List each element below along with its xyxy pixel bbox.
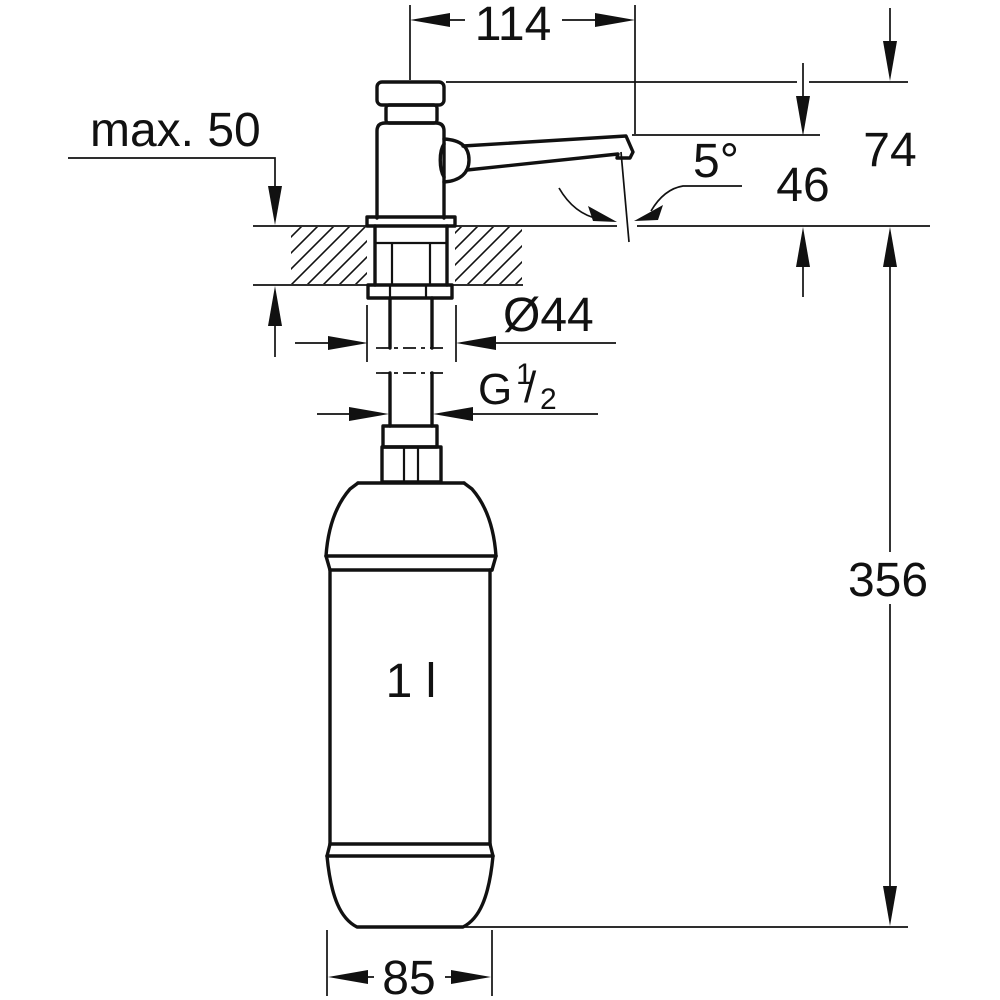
label-spout-height: 46	[776, 159, 829, 212]
spout	[438, 134, 635, 184]
hatching-right	[455, 227, 522, 284]
label-spout-reach: 114	[475, 0, 552, 51]
arrowhead-356-bottom	[883, 886, 897, 926]
ext-lines-85	[326, 930, 493, 996]
head-body	[375, 121, 446, 220]
reference-and-dimension-lines	[68, 5, 930, 996]
bottle	[324, 481, 498, 929]
pump-head	[365, 80, 457, 228]
arrowhead-angle-right	[634, 205, 663, 221]
dimension-labels: 114 max. 50 5° 46 74 Ø44 356 1 l 85 G 1 …	[90, 0, 928, 1000]
thread-numerator: 1	[516, 358, 533, 391]
bottle-bottom-dome	[325, 854, 495, 929]
arrowhead-d44-right	[456, 336, 496, 350]
spout-collar-outer	[442, 137, 471, 184]
dispenser-outline	[324, 80, 635, 929]
arrowhead-85-right	[451, 970, 491, 984]
arrowhead-46-bottom	[796, 227, 810, 267]
dimension-arrowheads	[268, 13, 897, 984]
supply-tube-lower	[388, 371, 434, 428]
arrowhead-74-top	[883, 41, 897, 81]
spout-collar-inner	[438, 142, 446, 179]
label-total-height: 74	[863, 124, 916, 177]
bottle-footband-sides	[325, 842, 495, 858]
label-height-below-deck: 356	[848, 554, 928, 607]
bottle-shoulder-left	[324, 481, 360, 558]
locknut	[366, 283, 454, 300]
ext-lines-diameter-44	[366, 305, 457, 362]
label-thread-size: G 1 / 2	[478, 358, 557, 416]
push-cap	[375, 80, 446, 107]
arrowhead-max50-bottom	[268, 286, 282, 326]
cap-neck	[384, 103, 439, 125]
arrowhead-114-left	[410, 13, 450, 27]
bottle-shoulder-right	[462, 481, 498, 558]
supply-tube-upper	[388, 296, 434, 350]
arrowhead-356-top	[883, 227, 897, 267]
leader-max-50	[68, 157, 276, 188]
tube-connector	[381, 424, 439, 449]
label-spout-angle: 5°	[693, 135, 739, 188]
coupling-nut-facets	[402, 448, 420, 481]
mounting-shank	[366, 224, 454, 484]
base-flange	[365, 215, 457, 228]
arrowhead-114-right	[595, 13, 635, 27]
coupling-nut	[380, 445, 443, 484]
arrowhead-d44-left	[328, 336, 368, 350]
label-max-deck-thickness: max. 50	[90, 104, 261, 157]
spout-arm	[461, 134, 635, 172]
label-flange-diameter: Ø44	[503, 289, 594, 342]
arrowhead-thread-right	[433, 407, 473, 421]
shank-walls	[373, 224, 449, 287]
locknut-facets	[388, 286, 428, 297]
hatching-left	[291, 227, 367, 284]
countertop-section	[291, 227, 522, 284]
thread-denominator: 2	[540, 383, 557, 416]
arrowhead-angle-left	[588, 206, 617, 222]
shank-inner-tube	[390, 243, 432, 284]
thread-slash: /	[524, 363, 537, 412]
dispense-direction-line	[620, 151, 630, 243]
angle-leader	[650, 185, 742, 212]
arrowhead-thread-left	[349, 407, 389, 421]
fitting-details	[375, 241, 447, 481]
bottle-body-walls	[328, 568, 492, 846]
bottle-neckband-sides	[324, 554, 498, 572]
thread-letter: G	[478, 365, 512, 414]
arrowhead-max50-top	[268, 186, 282, 225]
label-bottle-diameter: 85	[382, 952, 435, 1000]
label-bottle-capacity: 1 l	[386, 655, 437, 708]
arrowhead-85-left	[328, 970, 368, 984]
arrowhead-46-top	[796, 96, 810, 136]
